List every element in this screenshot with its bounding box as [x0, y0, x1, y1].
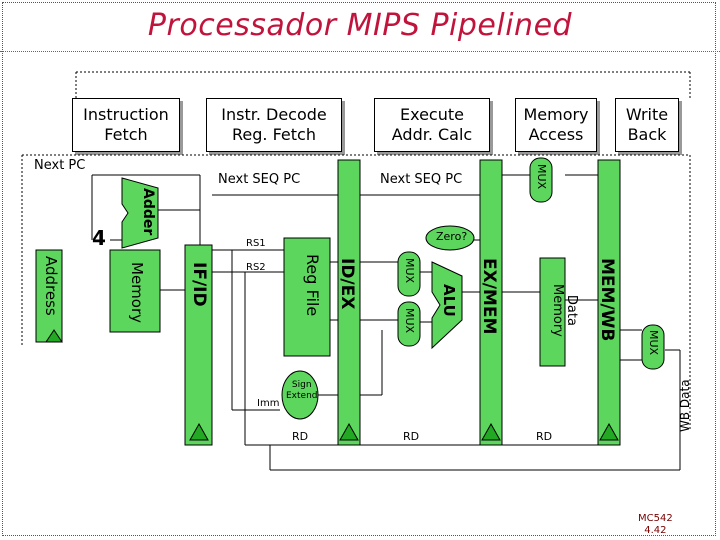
ex-mem-label: EX/MEM — [479, 258, 499, 335]
memory-label: Memory — [128, 262, 146, 324]
stage-instr-decode: Instr. Decode Reg. Fetch — [206, 98, 342, 152]
mux-next-pc-label: MUX — [535, 164, 548, 190]
rd-label-execute: RD — [403, 430, 420, 443]
title-divider — [0, 51, 720, 52]
rs1-label: RS1 — [246, 238, 266, 249]
register-file — [283, 237, 331, 357]
mem-wb-register — [597, 159, 621, 446]
mux-alu-b-label: MUX — [403, 308, 416, 334]
mux-alu-b — [397, 301, 421, 347]
alu-label: ALU — [440, 284, 458, 317]
stage-memory-access: Memory Access — [515, 98, 597, 152]
zero-detector — [425, 225, 475, 251]
sign-extend-unit — [281, 370, 319, 420]
rd-label-decode: RD — [292, 430, 309, 443]
data-memory-label: Data Memory — [550, 284, 579, 337]
alu-unit — [431, 261, 463, 350]
mux-write-back — [641, 324, 665, 370]
mux-next-pc — [529, 157, 553, 203]
instruction-memory — [109, 249, 161, 333]
imm-label: Imm — [257, 398, 280, 409]
if-id-clock-icon — [189, 422, 209, 441]
slide-title: Processador MIPS Pipelined — [147, 8, 573, 43]
wb-data-label: WB Data — [678, 379, 692, 432]
if-id-register — [184, 244, 213, 446]
wires — [21, 71, 691, 471]
data-memory — [539, 257, 566, 367]
sign-extend-label: Sign Extend — [286, 380, 318, 401]
rd-label-memory: RD — [536, 430, 553, 443]
reg-file-label: Reg File — [303, 254, 322, 317]
constant-four-label: 4 — [92, 226, 106, 250]
mux-alu-a — [397, 251, 421, 297]
page-number: MC542 4.42 — [638, 513, 673, 536]
address-label: Address — [42, 256, 60, 316]
id-ex-label: ID/EX — [337, 258, 357, 310]
next-pc-label: Next PC — [34, 158, 86, 173]
pc-block — [35, 249, 63, 343]
id-ex-register — [337, 159, 361, 446]
mem-wb-label: MEM/WB — [597, 258, 617, 342]
ex-mem-clock-icon — [481, 422, 501, 441]
mux-write-back-label: MUX — [647, 330, 660, 356]
stage-write-back: Write Back — [615, 98, 679, 152]
stage-instruction-fetch: Instruction Fetch — [72, 98, 180, 152]
next-seq-pc-label-1: Next SEQ PC — [218, 172, 301, 187]
id-ex-clock-icon — [339, 422, 359, 441]
adder-label: Adder — [140, 188, 156, 236]
adder-unit — [121, 177, 159, 249]
next-seq-pc-label-2: Next SEQ PC — [380, 172, 463, 187]
ex-mem-register — [479, 159, 503, 446]
if-id-label: IF/ID — [189, 262, 209, 307]
zero-label: Zero? — [436, 230, 468, 243]
mem-wb-clock-icon — [599, 422, 619, 441]
stage-execute: Execute Addr. Calc — [374, 98, 490, 152]
mux-alu-a-label: MUX — [403, 258, 416, 284]
pc-clock-arrow — [45, 329, 63, 343]
rs2-label: RS2 — [246, 262, 266, 273]
